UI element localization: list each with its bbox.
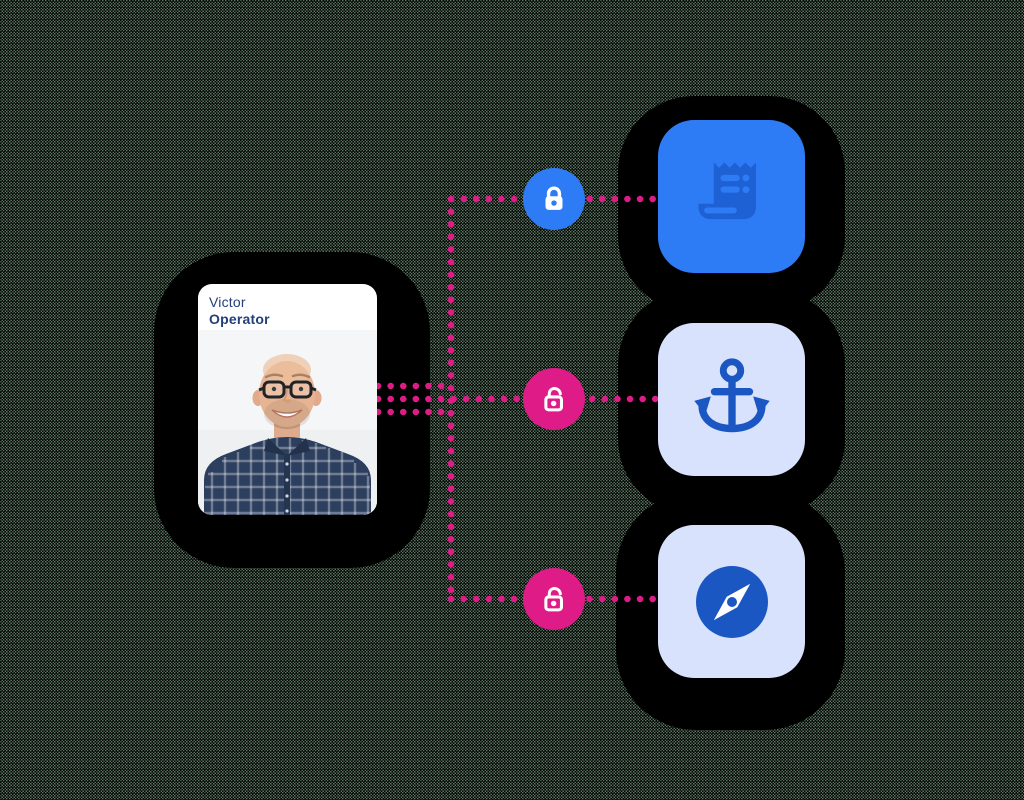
anchor-icon (693, 357, 770, 432)
app-tile-receipt (658, 120, 805, 273)
unlocked-badge (523, 568, 585, 630)
user-card: Victor Operator (198, 284, 377, 515)
locked-badge (523, 168, 585, 230)
open-padlock-icon (544, 387, 563, 412)
app-tile-anchor (658, 323, 805, 476)
user-name: Victor Operator (198, 284, 377, 328)
app-tile-compass (658, 525, 805, 678)
user-last-name: Operator (209, 311, 270, 327)
open-padlock-icon (544, 587, 563, 612)
receipt-icon (697, 161, 756, 219)
glasses (258, 380, 317, 399)
user-photo (198, 330, 377, 515)
unlocked-badge (523, 368, 585, 430)
compass-icon (695, 565, 768, 638)
closed-padlock-icon (545, 186, 563, 210)
user-first-name: Victor (209, 294, 246, 310)
